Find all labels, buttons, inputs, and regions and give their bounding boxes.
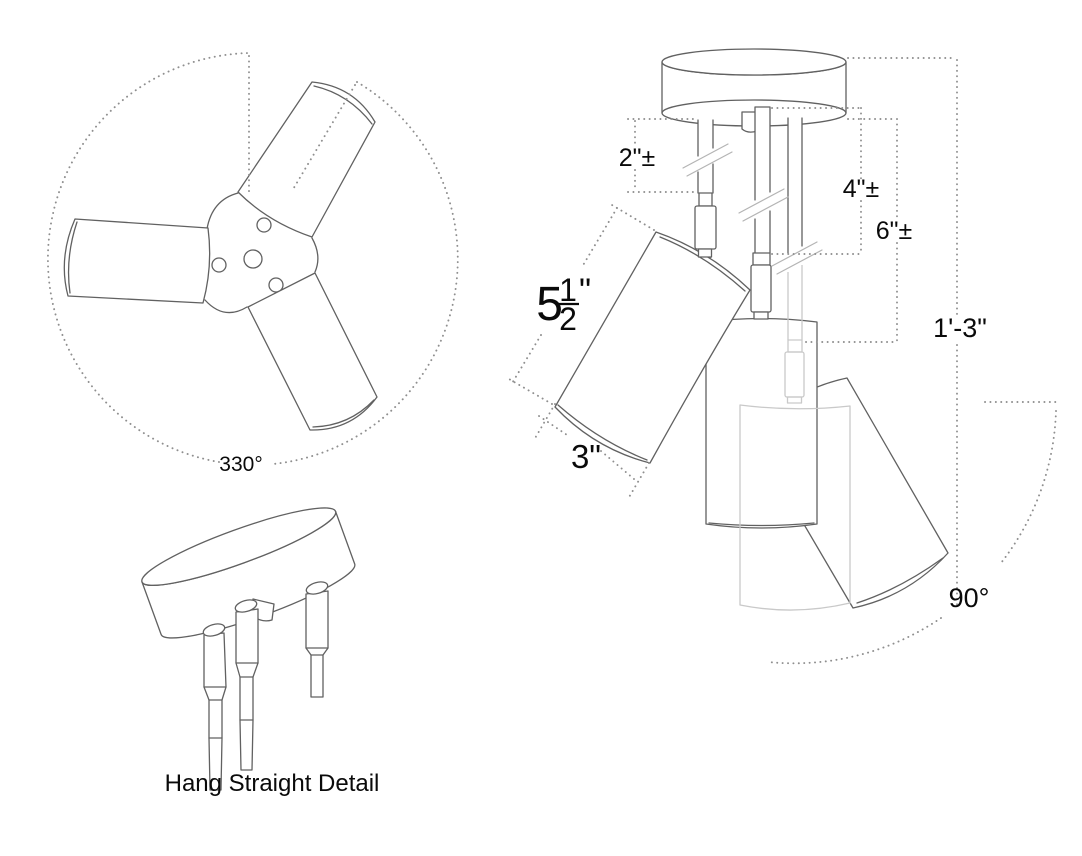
lamp-head-northeast — [237, 81, 376, 238]
swivel-body — [750, 264, 772, 313]
label-stem-short: 2"± — [619, 144, 656, 172]
dim-stem-short — [627, 118, 697, 193]
ghost-stem-and-head — [739, 265, 851, 611]
label-head-length-unit: " — [579, 272, 591, 310]
radius-reference-line — [291, 84, 356, 192]
label-stem-medium: 4"± — [843, 175, 880, 203]
lamp-head-southeast — [247, 272, 378, 431]
rotation-arc-330 — [46, 52, 459, 465]
hub-canopy — [204, 192, 319, 314]
detail-stem-left — [202, 623, 227, 791]
hub-screw-hole — [256, 217, 272, 233]
stem-long — [787, 117, 803, 254]
dimension-lines — [508, 57, 1057, 665]
hub-screw-hole — [211, 257, 227, 273]
dim-stem-long — [805, 118, 898, 343]
rotation-label: 330° — [219, 453, 262, 476]
dim-head-diameter — [533, 403, 650, 500]
swivel-nub — [697, 248, 713, 258]
dim-head-rotation-arc — [767, 401, 1057, 665]
detail-stem-right — [305, 581, 329, 698]
lamp-head-west — [63, 218, 211, 304]
label-head-length: 5 1 2 " — [536, 272, 591, 337]
label-stem-long: 6"± — [876, 217, 913, 245]
side-view: 2"± 4"± 6"± 1'-3" 90° 3" 5 1 2 " — [508, 48, 1057, 665]
swivel-body — [694, 205, 717, 250]
dim-head-length — [508, 204, 655, 405]
lamp-head-center — [705, 317, 818, 529]
label-head-length-denominator: 2 — [559, 301, 577, 337]
dim-stem-medium — [771, 107, 862, 255]
hang-straight-detail: Hang Straight Detail — [141, 507, 380, 797]
detail-stem-middle — [234, 599, 259, 771]
ghost-swivel-nub — [786, 396, 803, 404]
ghost-head-cylinder — [739, 404, 851, 611]
swivel-collar — [698, 192, 713, 207]
label-head-rotation: 90° — [949, 583, 990, 613]
swivel-ball-cap — [305, 581, 329, 595]
label-head-diameter: 3" — [571, 438, 601, 475]
label-overall-drop: 1'-3" — [933, 313, 987, 343]
side-canopy — [661, 48, 847, 127]
dim-overall-drop — [847, 57, 958, 609]
swivel-ball-cap — [202, 623, 226, 637]
hub-center-hole — [243, 249, 263, 269]
label-head-length-numerator: 1 — [559, 272, 577, 308]
swivel-collar — [752, 252, 771, 266]
swivel-ball-cap — [234, 599, 258, 613]
swivel-nub — [753, 311, 769, 320]
stem-medium — [750, 106, 772, 320]
top-view: 330° — [46, 52, 459, 476]
stem-short — [694, 119, 717, 258]
detail-caption: Hang Straight Detail — [165, 770, 380, 797]
detail-canopy — [141, 507, 356, 639]
hub-screw-hole — [268, 277, 284, 293]
